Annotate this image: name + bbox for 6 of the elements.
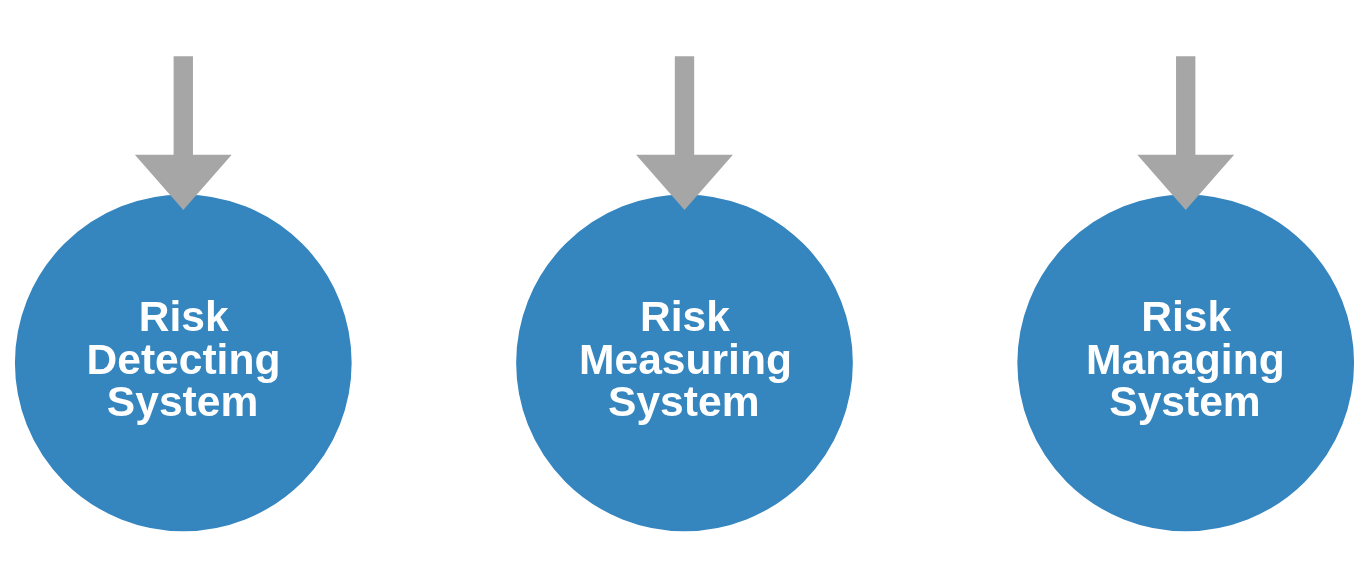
node-circle: Risk Detecting System [14,194,352,531]
arrow [1137,55,1235,210]
node-circle: Risk Measuring System [516,194,853,531]
arrow [134,55,232,210]
node-circle: Risk Managing System [1017,194,1355,531]
arrow [636,55,733,210]
